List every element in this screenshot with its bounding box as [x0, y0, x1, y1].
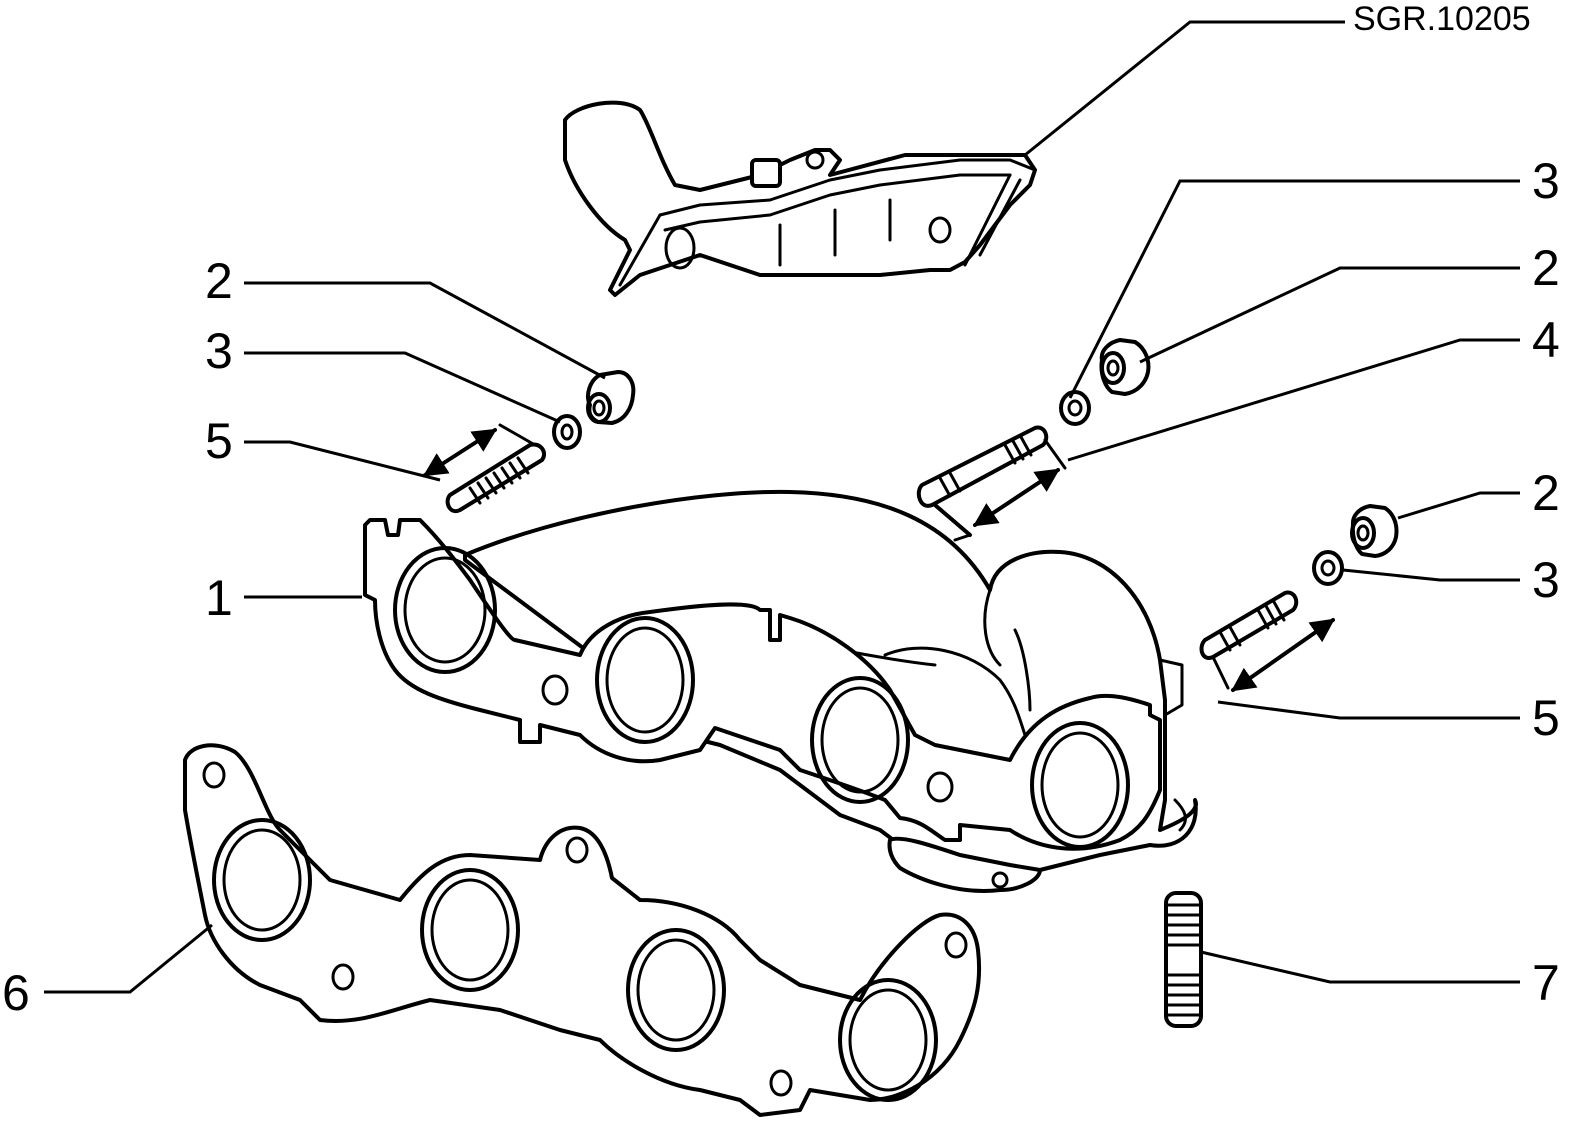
callout-washer-left: 3: [205, 323, 233, 379]
callout-nut-right: 2: [1532, 465, 1560, 521]
nut-left: [586, 370, 636, 425]
leader-stud-top-right: [1067, 338, 1520, 462]
leader-nut-top-right: [1139, 266, 1520, 364]
nut-right: [1350, 504, 1399, 558]
callout-stud-right: 5: [1532, 690, 1560, 746]
reference-code: SGR.10205: [1353, 0, 1531, 38]
gasket-hole: [565, 836, 589, 864]
manifold-port-4: [1030, 721, 1130, 849]
exhaust-manifold: [363, 489, 1198, 893]
leader-stud-right: [1217, 700, 1520, 720]
washer-top-right: [1059, 390, 1091, 426]
callout-stud-bottom: 7: [1532, 955, 1560, 1011]
stud-left: [422, 423, 547, 514]
gasket-hole: [202, 761, 226, 789]
callout-stud-left: 5: [205, 413, 233, 469]
manifold-port-3: [810, 676, 910, 804]
callout-washer-right: 3: [1532, 552, 1560, 608]
leader-stud-left: [244, 440, 441, 482]
gasket-port-4: [838, 978, 938, 1102]
stud-bottom: [1164, 891, 1203, 1028]
gasket-port-2: [420, 868, 520, 992]
stud-right: [1199, 590, 1335, 692]
manifold-hole: [541, 674, 569, 706]
stud-top-right: [916, 425, 1067, 542]
manifold-gasket: [183, 743, 982, 1117]
callout-washer-top-right: 3: [1532, 153, 1560, 209]
gasket-port-1: [212, 818, 312, 942]
manifold-port-1: [393, 546, 497, 674]
callout-manifold: 1: [205, 570, 233, 626]
washer-left: [552, 414, 582, 450]
reference-leader: [1024, 20, 1345, 157]
heat-shield: [563, 100, 1037, 297]
callout-gasket: 6: [2, 965, 30, 1021]
callout-nut-top-right: 2: [1532, 240, 1560, 296]
leader-washer-top-right: [1068, 179, 1520, 399]
gasket-hole: [769, 1069, 793, 1097]
gasket-port-3: [626, 928, 726, 1052]
nut-top-right: [1099, 338, 1151, 396]
gasket-hole: [331, 963, 355, 991]
leader-nut-right: [1397, 491, 1520, 520]
leader-nut-left: [244, 281, 606, 380]
callout-stud-top-right: 4: [1532, 312, 1560, 368]
manifold-port-2: [595, 616, 695, 744]
leader-gasket: [44, 923, 213, 994]
manifold-hole: [926, 771, 954, 803]
gasket-hole: [944, 931, 968, 959]
callout-nut-left: 2: [205, 253, 233, 309]
leader-washer-right: [1342, 568, 1520, 582]
washer-right: [1312, 550, 1344, 586]
leader-stud-bottom: [1200, 950, 1520, 984]
leader-washer-left: [244, 351, 561, 424]
